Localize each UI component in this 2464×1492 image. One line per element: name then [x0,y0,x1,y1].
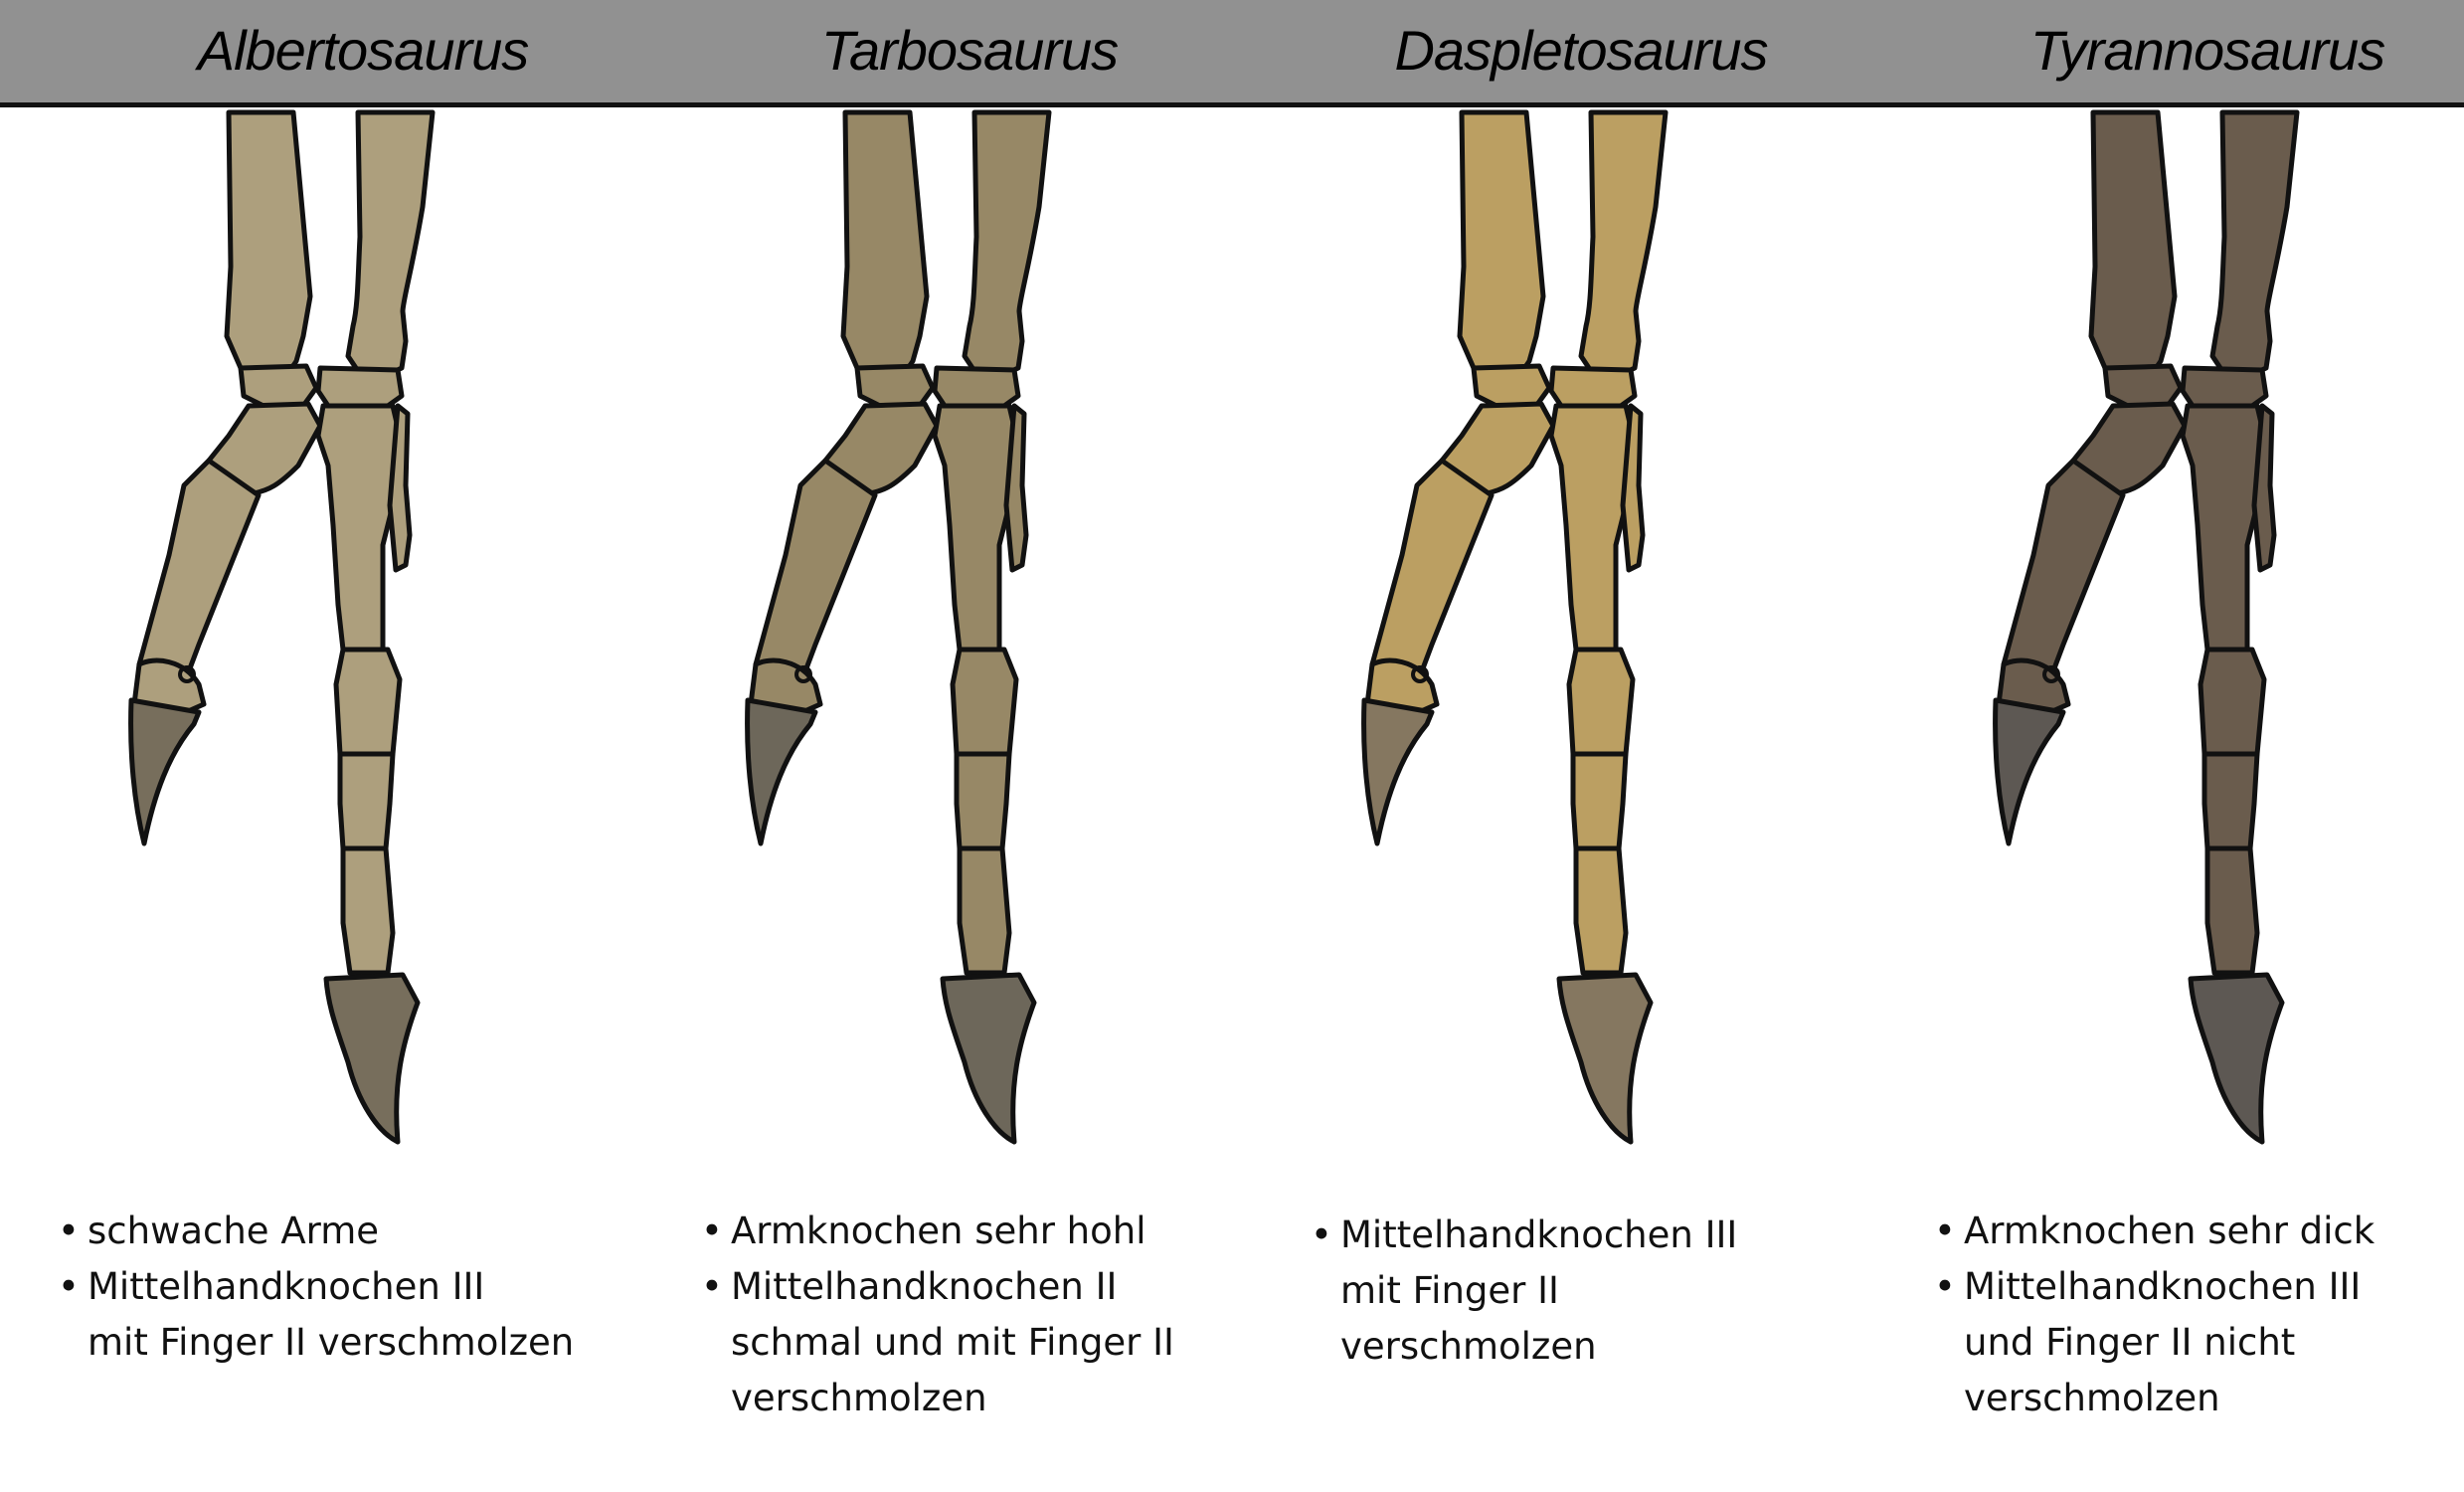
species-title-daspletosaurus: Daspletosaurus [1394,19,1768,82]
carpal-bone-right [932,365,1021,409]
carpal-bone-left [1471,363,1552,409]
phalanx-ii-2-bone [2201,751,2260,851]
ulna-bone [1578,109,1669,381]
phalanx-ii-2-bone [954,751,1012,851]
phalanx-i-proximal-bone [1369,458,1495,687]
trait-item: Armknochen sehr hohl [701,1204,1258,1259]
joint-socket [1411,665,1429,683]
metacarpal-ii-bone [1548,403,1636,653]
radius-bone [2088,109,2178,378]
carpal-bone-left [854,363,936,409]
phalanx-ii-1-bone [2198,647,2267,757]
claw-i [1361,697,1435,846]
phalanx-ii-2-bone [1570,751,1629,851]
carpal-bone-right [315,365,405,409]
trait-item: Mittelhandknochen III mit Finger II vers… [58,1259,615,1371]
metacarpal-iii-bone [1003,403,1029,573]
trait-item: Mittelhandknochen III mit Finger II vers… [1311,1208,1867,1375]
metacarpal-iii-bone [387,403,413,573]
radius-bone [1457,109,1546,378]
trait-list-tarbosaurus: Armknochen sehr hohl Mittelhandknochen I… [701,1204,1258,1426]
claw-i [128,697,202,846]
metacarpal-ii-bone [932,403,1019,653]
phalanx-ii-1-bone [333,647,403,757]
metacarpal-iii-bone [2251,403,2277,573]
claw-i [1993,697,2066,846]
species-title-tarbosaurus: Tarbosaurus [820,19,1119,82]
trait-list-tyrannosaurus: Armknochen sehr dick Mittelhandknochen I… [1934,1204,2464,1426]
joint-socket [178,665,196,683]
phalanx-ii-3-bone [957,845,1012,976]
claw-ii [2188,972,2285,1145]
trait-item: schwache Arme [58,1204,615,1259]
joint-socket [794,665,812,683]
trait-item: Mittelhandknochen II schmal und mit Fing… [701,1259,1258,1426]
ulna-bone [345,109,436,381]
species-title-albertosaurus: Albertosaurus [197,19,530,82]
forelimb-illustration-albertosaurus [128,109,436,1145]
phalanx-ii-3-bone [340,845,396,976]
phalanx-i-proximal-bone [753,458,878,687]
trait-list-daspletosaurus: Mittelhandknochen III mit Finger II vers… [1311,1208,1867,1375]
claw-i [745,697,818,846]
phalanx-ii-2-bone [337,751,396,851]
carpal-bone-left [2102,363,2184,409]
phalanx-i-proximal-bone [2001,458,2126,687]
trait-item: Mittelhandknochen III und Finger II nich… [1934,1259,2464,1426]
carpal-bone-right [1548,365,1638,409]
header-bar [0,0,2464,107]
carpal-bone-left [238,363,319,409]
metacarpal-ii-bone [2180,403,2267,653]
species-title-tyrannosaurus: Tyrannosaurus [2029,19,2385,82]
metacarpal-iii-bone [1620,403,1646,573]
claw-ii [940,972,1037,1145]
carpal-bone-right [2180,365,2269,409]
phalanx-ii-3-bone [1573,845,1629,976]
ulna-bone [962,109,1052,381]
joint-socket [2042,665,2060,683]
forelimb-illustration-daspletosaurus [1361,109,1669,1145]
trait-item: Armknochen sehr dick [1934,1204,2464,1259]
trait-list-albertosaurus: schwache Arme Mittelhandknochen III mit … [58,1204,615,1371]
phalanx-ii-1-bone [1566,647,1636,757]
phalanx-ii-3-bone [2204,845,2260,976]
forelimb-illustration-tarbosaurus [745,109,1052,1145]
claw-ii [1556,972,1654,1145]
phalanx-ii-1-bone [950,647,1019,757]
radius-bone [840,109,930,378]
radius-bone [224,109,313,378]
claw-ii [323,972,421,1145]
metacarpal-ii-bone [315,403,403,653]
forelimb-illustration-tyrannosaurus [1993,109,2300,1145]
phalanx-i-proximal-bone [136,458,262,687]
ulna-bone [2209,109,2300,381]
